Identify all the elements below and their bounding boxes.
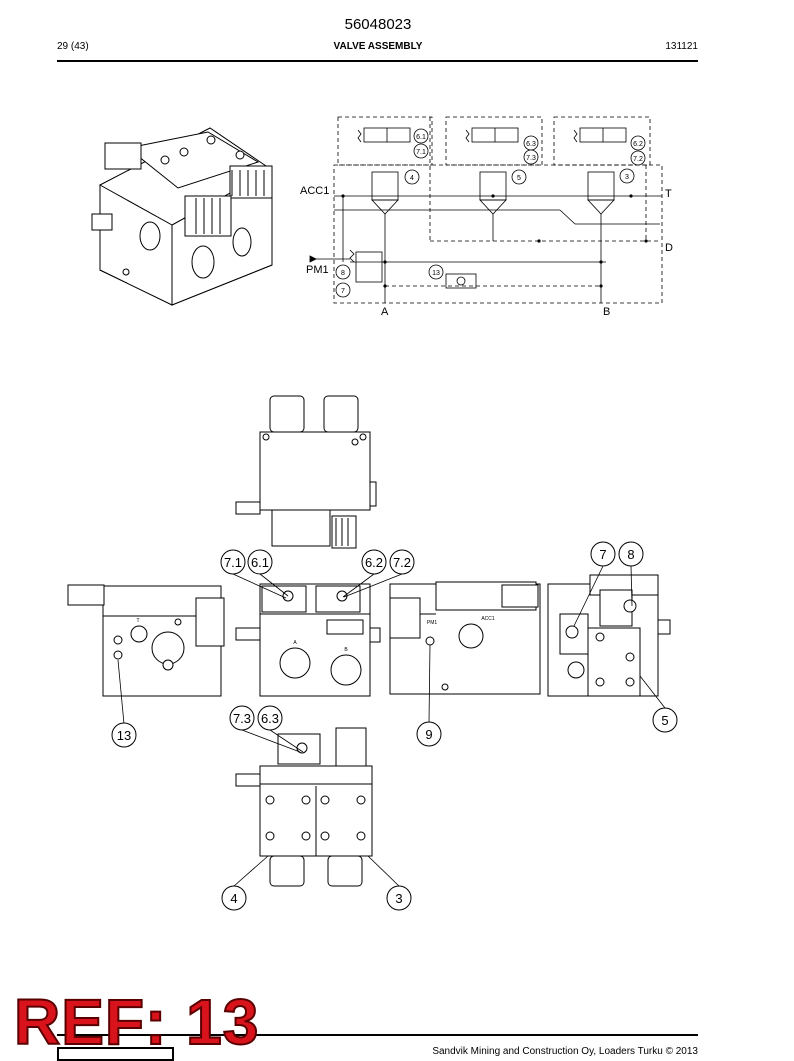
schematic-callout-7-2: 7.2 [630, 150, 646, 166]
view-callout-8: 8 [618, 541, 644, 567]
svg-text:5: 5 [517, 175, 521, 182]
view-callout-5: 5 [652, 707, 678, 733]
schematic-callout-5: 5 [511, 169, 527, 185]
engraving-pm1: PM1 [427, 620, 438, 626]
port-a-label: A [381, 306, 389, 318]
view-callout-6-2: 6.2 [361, 549, 387, 575]
port-acc1-label: ACC1 [300, 185, 329, 197]
schematic-callout-8: 8 [335, 264, 351, 280]
copyright-text: Sandvik Mining and Construction Oy, Load… [432, 1046, 698, 1057]
view-callouts: 7.1 6.1 6.2 7.2 7 8 13 9 5 7.3 6.3 4 3 [111, 541, 678, 911]
svg-text:7.2: 7.2 [393, 555, 411, 570]
schematic-callout-6-3: 6.3 [523, 135, 539, 151]
orthographic-views [67, 395, 671, 887]
svg-text:7.3: 7.3 [526, 155, 536, 162]
reference-stamp: REF: 13 [13, 985, 260, 1059]
schematic-callout-7-1: 7.1 [413, 143, 429, 159]
port-t-label: T [665, 188, 672, 200]
schematic-callout-4: 4 [404, 169, 420, 185]
svg-text:7.1: 7.1 [224, 555, 242, 570]
view-callout-7-3: 7.3 [229, 705, 255, 731]
page-number: 29 (43) [57, 41, 89, 52]
view-callout-3: 3 [386, 885, 412, 911]
left-view [67, 584, 225, 697]
view-callout-7-1: 7.1 [220, 549, 246, 575]
schematic-callout-3: 3 [619, 168, 635, 184]
engraving-acc1: ACC1 [481, 616, 495, 622]
view-callout-6-3: 6.3 [257, 705, 283, 731]
svg-text:7.1: 7.1 [416, 149, 426, 156]
view-callout-13: 13 [111, 722, 137, 748]
view-callout-4: 4 [221, 885, 247, 911]
leader-lines [117, 565, 666, 887]
svg-text:3: 3 [395, 891, 402, 906]
schematic-callout-6-2: 6.2 [630, 135, 646, 151]
svg-text:9: 9 [425, 727, 432, 742]
view-callout-6-1: 6.1 [247, 549, 273, 575]
schematic-callout-7-3: 7.3 [523, 149, 539, 165]
document-date: 131121 [665, 41, 698, 52]
svg-text:7: 7 [599, 547, 606, 562]
svg-text:6.2: 6.2 [633, 141, 643, 148]
schematic-callout-13: 13 [428, 264, 444, 280]
bottom-view [235, 727, 373, 887]
svg-text:4: 4 [230, 891, 237, 906]
view-engravings: T A B PM1 ACC1 [136, 616, 494, 653]
header-divider [57, 60, 698, 62]
view-callout-9: 9 [416, 721, 442, 747]
svg-text:8: 8 [341, 270, 345, 277]
svg-text:7.3: 7.3 [233, 711, 251, 726]
port-pm1-label: PM1 [306, 264, 329, 276]
svg-text:13: 13 [432, 270, 440, 277]
front-view [235, 583, 381, 697]
schematic-callout-6-1: 6.1 [413, 128, 429, 144]
document-number: 56048023 [344, 16, 412, 33]
far-right-view [547, 574, 671, 697]
schematic-callout-7: 7 [335, 282, 351, 298]
isometric-view [91, 127, 273, 306]
port-d-label: D [665, 242, 673, 254]
view-callout-7: 7 [590, 541, 616, 567]
footer-divider [57, 1034, 698, 1036]
engraving-a: A [293, 640, 297, 646]
right-view [389, 581, 541, 695]
svg-text:4: 4 [410, 175, 414, 182]
view-callout-7-2: 7.2 [389, 549, 415, 575]
top-view [235, 395, 377, 549]
schematic-callouts: 6.1 7.1 6.3 7.3 6.2 7.2 4 5 3 8 7 13 [335, 128, 646, 298]
svg-text:3: 3 [625, 174, 629, 181]
engraving-t: T [136, 618, 139, 624]
svg-text:13: 13 [117, 728, 131, 743]
svg-text:6.3: 6.3 [526, 141, 536, 148]
svg-text:6.2: 6.2 [365, 555, 383, 570]
svg-text:7.2: 7.2 [633, 156, 643, 163]
svg-text:7: 7 [341, 288, 345, 295]
svg-text:8: 8 [627, 547, 634, 562]
port-b-label: B [603, 306, 610, 318]
engraving-b: B [344, 647, 348, 653]
svg-text:6.1: 6.1 [251, 555, 269, 570]
schematic-port-labels: ACC1 PM1 T D A B [300, 185, 673, 318]
schematic-dots [341, 194, 648, 288]
svg-text:6.1: 6.1 [416, 134, 426, 141]
page-title: VALVE ASSEMBLY [333, 41, 423, 52]
svg-text:6.3: 6.3 [261, 711, 279, 726]
svg-text:5: 5 [661, 713, 668, 728]
hydraulic-schematic [309, 116, 663, 304]
